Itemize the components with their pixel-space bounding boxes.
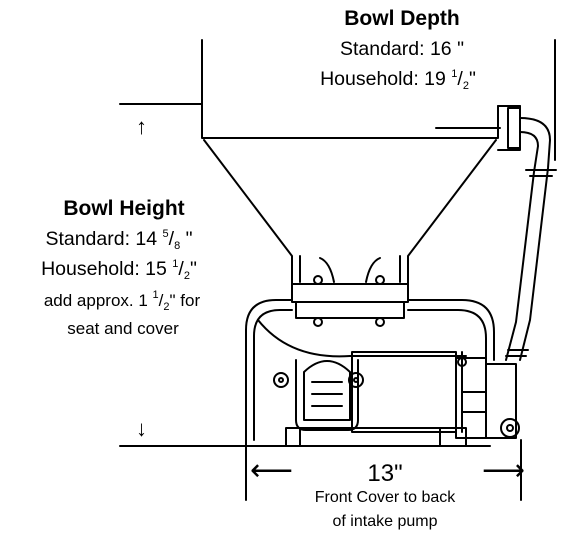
arrow-down-icon: ↓	[136, 416, 147, 441]
bowl-height-household: Household: 15 1/2"	[0, 258, 238, 282]
bowl-height-standard-slash: /	[168, 228, 175, 250]
intake-pump	[455, 357, 520, 439]
bowl-height-household-slash: /	[178, 258, 184, 280]
bowl-height-standard-suffix: "	[180, 228, 193, 250]
bowl-height-note-num: 1	[152, 289, 159, 301]
bowl-height-note-den: 2	[163, 301, 170, 313]
bowl-height-household-den: 2	[183, 270, 190, 282]
bowl-depth-standard: Standard: 16 "	[339, 38, 464, 60]
bowl-depth-title: Bowl Depth	[344, 7, 460, 30]
bowl-height-note-suffix: " for	[169, 291, 201, 310]
width-dimension-value: 13"	[367, 460, 403, 487]
bowl-height-household-num: 1	[172, 258, 179, 270]
bowl-height-note: add approx. 1 1/2" for	[0, 289, 244, 313]
bowl-depth-household-suffix: "	[468, 68, 476, 90]
bowl-height-note-slash: /	[158, 291, 164, 310]
bowl-funnel	[203, 139, 497, 287]
front-cover	[273, 359, 364, 431]
discharge-hose	[505, 117, 557, 361]
bowl-depth-household-slash: /	[457, 68, 463, 90]
width-caption-line1: Front Cover to back	[314, 489, 456, 506]
bowl-flange	[291, 275, 409, 327]
bowl-height-household-suffix: "	[189, 258, 197, 280]
bowl-height-title: Bowl Height	[63, 197, 185, 220]
bowl-depth-household-prefix: Household: 19	[320, 68, 452, 90]
bowl-height-standard-den: 8	[174, 240, 181, 252]
bowl-height-note-line2: seat and cover	[67, 319, 179, 338]
bowl-rim	[201, 103, 521, 151]
bowl-height-note-prefix: add approx. 1	[43, 291, 153, 310]
width-caption-line2: of intake pump	[332, 513, 438, 530]
bowl-depth-household: Household: 19 1/2"	[262, 68, 534, 92]
bowl-height-standard: Standard: 14 5/8 "	[4, 228, 234, 252]
bowl-height-standard-num: 5	[162, 228, 169, 240]
arrow-up-icon: ↑	[136, 114, 147, 139]
bowl-depth-household-num: 1	[451, 68, 458, 80]
bowl-depth-household-den: 2	[462, 80, 469, 92]
arrow-right-icon: ⟶	[482, 454, 526, 487]
arrow-left-icon: ⟵	[250, 454, 294, 487]
bowl-height-household-prefix: Household: 15	[41, 258, 173, 280]
pump-housing	[245, 299, 495, 447]
bowl-height-standard-prefix: Standard: 14	[45, 228, 163, 250]
